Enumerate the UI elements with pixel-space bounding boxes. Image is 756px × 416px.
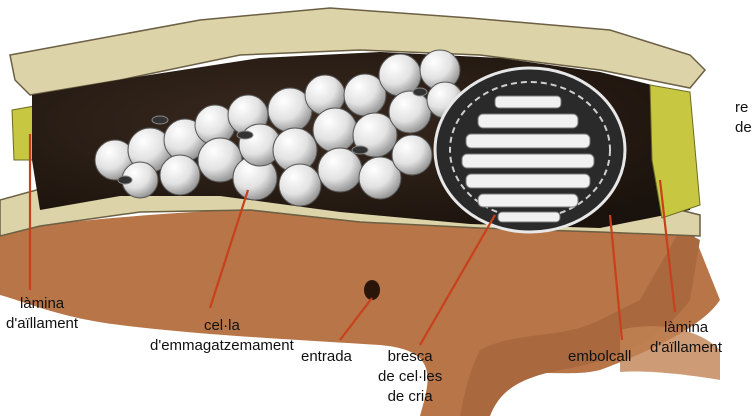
label-envelope: embolcall bbox=[568, 347, 631, 367]
label-cropped-top-right: re de bbox=[735, 98, 752, 138]
label-insulation-right: làmina d'aïllament bbox=[650, 318, 722, 358]
label-storage-cell: cel·la d'emmagatzemament bbox=[150, 316, 294, 356]
brood-comb bbox=[435, 68, 625, 232]
label-brood-comb: bresca de cel·les de cria bbox=[378, 347, 442, 407]
label-insulation-left: làmina d'aïllament bbox=[6, 294, 78, 334]
entrance-hole bbox=[364, 280, 380, 300]
label-entrance: entrada bbox=[301, 347, 352, 367]
